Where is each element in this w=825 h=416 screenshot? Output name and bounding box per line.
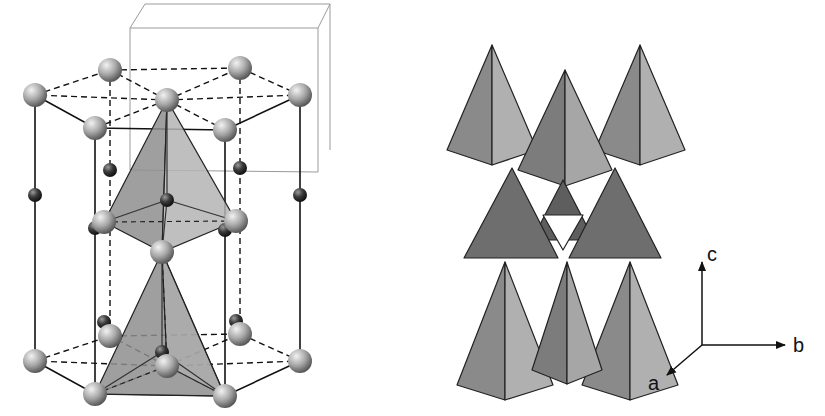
large-atoms xyxy=(23,56,312,408)
prism-edges xyxy=(35,95,300,396)
axis-arrows xyxy=(667,262,785,375)
prism-hidden-edges xyxy=(35,68,300,396)
axis-label: a xyxy=(648,373,659,393)
tetrahedra-stack xyxy=(447,45,685,400)
axis-label: c xyxy=(707,244,717,264)
lower-tetrahedron xyxy=(95,252,225,396)
axis-label: b xyxy=(793,335,804,355)
upper-tetrahedron xyxy=(104,100,236,252)
small-atoms xyxy=(28,161,307,359)
